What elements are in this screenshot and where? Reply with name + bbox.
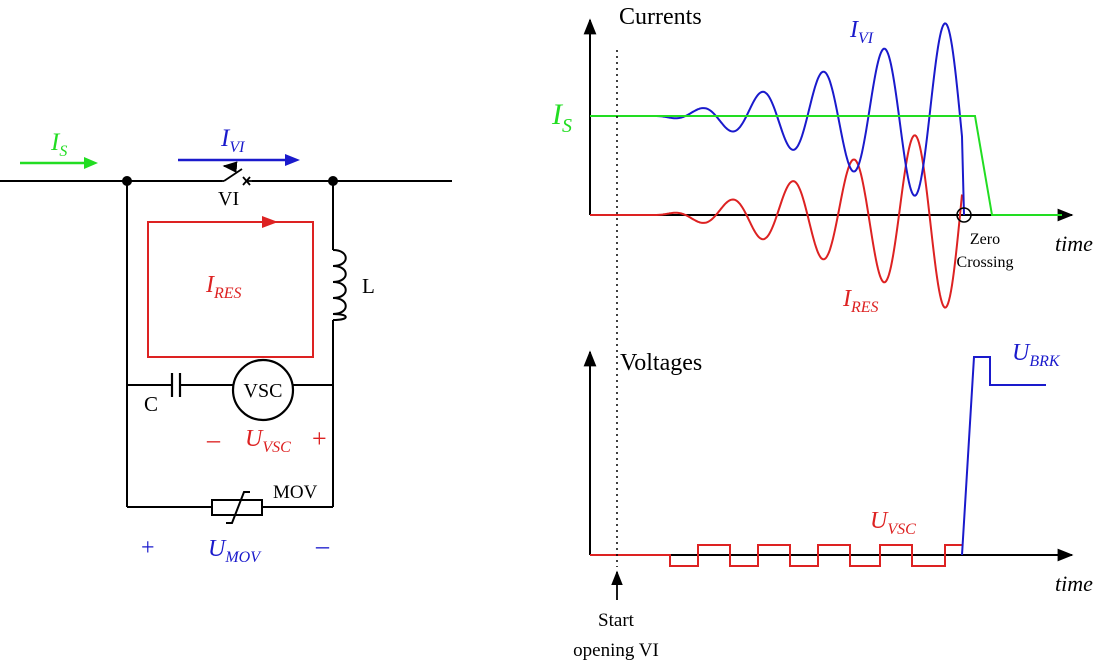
ivi-curve [590, 22, 965, 216]
ubrk-curve [961, 356, 1046, 556]
currents-time-label: time [1055, 231, 1093, 256]
mov-label: MOV [273, 482, 318, 503]
voltages-time-label: time [1055, 571, 1093, 596]
umov-plus: + [141, 535, 155, 561]
currents-title: Currents [619, 4, 702, 30]
ivi-arrow-head [285, 154, 300, 166]
c-label: C [144, 392, 158, 416]
vsc-circle [231, 358, 295, 422]
plot-is-label: IS [551, 98, 572, 137]
voltages-plot: Voltages UBRK UVSC time [583, 340, 1093, 596]
zero-crossing-marker [956, 207, 972, 223]
is-arrow-head [84, 157, 98, 169]
plot-uvsc-label: UVSC [870, 508, 916, 538]
plot-ivi-label: IVI [849, 17, 874, 47]
plot-ubrk-label: UBRK [1012, 340, 1061, 370]
ires-loop-arrow [262, 216, 278, 228]
circuit-ires-label: IRES [205, 272, 242, 302]
ires-curve [590, 134, 963, 309]
plot-ires-label: IRES [842, 286, 879, 316]
vi-switch [214, 161, 260, 186]
uvsc-minus: – [206, 425, 221, 454]
uvsc-plus: + [312, 424, 327, 453]
circuit-umov-label: UMOV [208, 536, 262, 566]
circuit-ivi-label: IVI [220, 125, 245, 156]
voltages-title: Voltages [620, 350, 702, 376]
opening-vi-label: opening VI [573, 640, 659, 661]
vi-label: VI [218, 188, 239, 210]
crossing-label: Crossing [957, 254, 1014, 271]
vsc-label: VSC [244, 380, 283, 402]
currents-plot: Currents IVI IS Zero Crossing time IRES [551, 4, 1093, 316]
is-curve [590, 115, 1062, 216]
zero-label: Zero [970, 231, 1000, 248]
circuit-uvsc-label: UVSC [245, 426, 291, 456]
circuit-is-label: IS [50, 129, 67, 160]
circuit-diagram: IS IVI VI IRES L C VSC – UVSC + MOV + UM… [0, 125, 452, 566]
uvsc-curve [590, 544, 962, 567]
inductor-symbol [332, 249, 347, 321]
umov-minus: – [315, 531, 330, 560]
mov-varistor-mark [226, 491, 250, 524]
start-label: Start [598, 610, 635, 631]
l-label: L [362, 274, 375, 298]
ires-loop [147, 221, 314, 358]
